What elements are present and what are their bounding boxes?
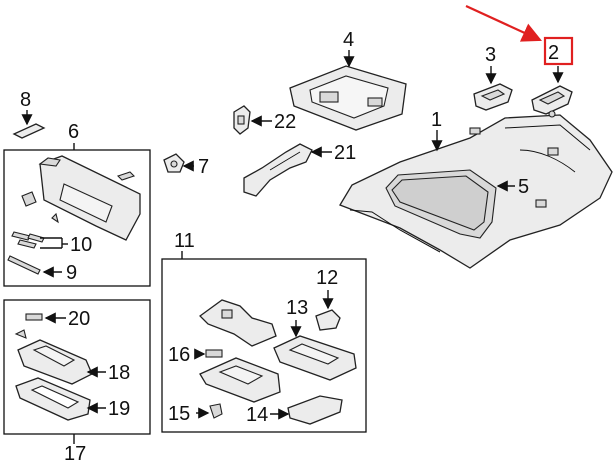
callout-12: 12 (316, 267, 338, 289)
part-3-lamp (473, 83, 513, 111)
callout-7: 7 (198, 156, 209, 178)
callout-2: 2 (548, 42, 559, 64)
group-box-11 (161, 258, 367, 433)
callout-5: 5 (518, 176, 529, 198)
part-19-bezel (15, 377, 91, 421)
part-11-lens (199, 357, 281, 403)
part-18-lamp (14, 329, 93, 385)
callout-16: 16 (168, 344, 190, 366)
callout-14: 14 (246, 404, 268, 426)
part-10-screws (11, 231, 45, 249)
callout-18: 18 (108, 362, 130, 384)
callout-6: 6 (68, 121, 79, 143)
callout-9: 9 (66, 262, 77, 284)
callout-22: 22 (274, 111, 296, 133)
part-14-pad (287, 395, 343, 425)
part-9-strip (7, 255, 41, 275)
callout-20: 20 (68, 308, 90, 330)
part-20-bulb (25, 313, 43, 321)
callout-17: 17 (64, 443, 86, 464)
sun-visor-part (21, 155, 141, 241)
callout-1: 1 (431, 109, 442, 131)
part-11-bracket (199, 299, 277, 347)
callout-11: 11 (174, 230, 195, 252)
group-box-6 (3, 149, 151, 287)
part-12-switch (315, 309, 341, 331)
highlight-box-2 (543, 36, 574, 66)
callout-15: 15 (168, 403, 190, 425)
callout-3: 3 (485, 44, 496, 66)
part-13-lamp-housing (273, 335, 357, 381)
part-15-clip (209, 403, 223, 419)
part-21-bracket (243, 143, 313, 197)
part-16-bulb (205, 349, 223, 358)
part-8-plate (12, 123, 46, 139)
part-7-clip (163, 153, 185, 173)
part-22-clip (233, 105, 251, 135)
callout-8: 8 (20, 89, 31, 111)
callout-10: 10 (70, 234, 92, 256)
part-4-console (289, 65, 407, 131)
callout-21: 21 (334, 142, 356, 164)
callout-19: 19 (108, 398, 130, 420)
headliner-part (339, 114, 613, 269)
callout-13: 13 (286, 297, 308, 319)
part-2-lamp (531, 85, 573, 118)
group-box-17 (3, 299, 151, 435)
highlight-arrow (465, 5, 542, 42)
callout-4: 4 (343, 29, 354, 51)
